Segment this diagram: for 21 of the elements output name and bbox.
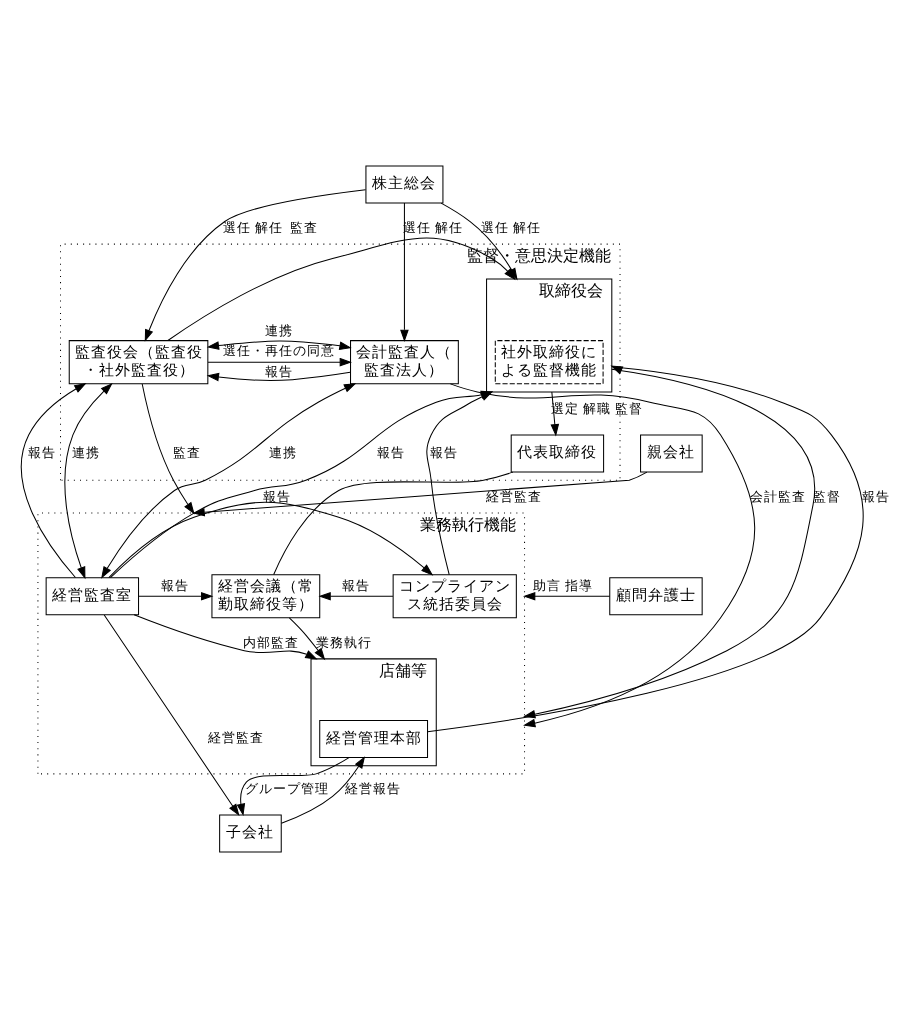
arrow (206, 339, 352, 349)
arrow (449, 382, 756, 727)
arrow (103, 613, 240, 816)
arrow (21, 382, 87, 577)
arrow (133, 613, 318, 659)
arrow (523, 590, 611, 600)
arrow (207, 356, 352, 366)
arrow (280, 755, 366, 823)
arrow (101, 382, 357, 578)
arrow (236, 756, 350, 815)
arrow (318, 590, 394, 600)
arrow (400, 201, 409, 342)
arrow (64, 381, 113, 579)
arrow (206, 370, 351, 381)
arrow (427, 364, 864, 732)
arrow (288, 616, 326, 660)
arrow (108, 500, 434, 578)
arrow (138, 590, 214, 600)
arrow (141, 382, 195, 514)
connector (273, 470, 514, 574)
arrow (144, 188, 367, 341)
